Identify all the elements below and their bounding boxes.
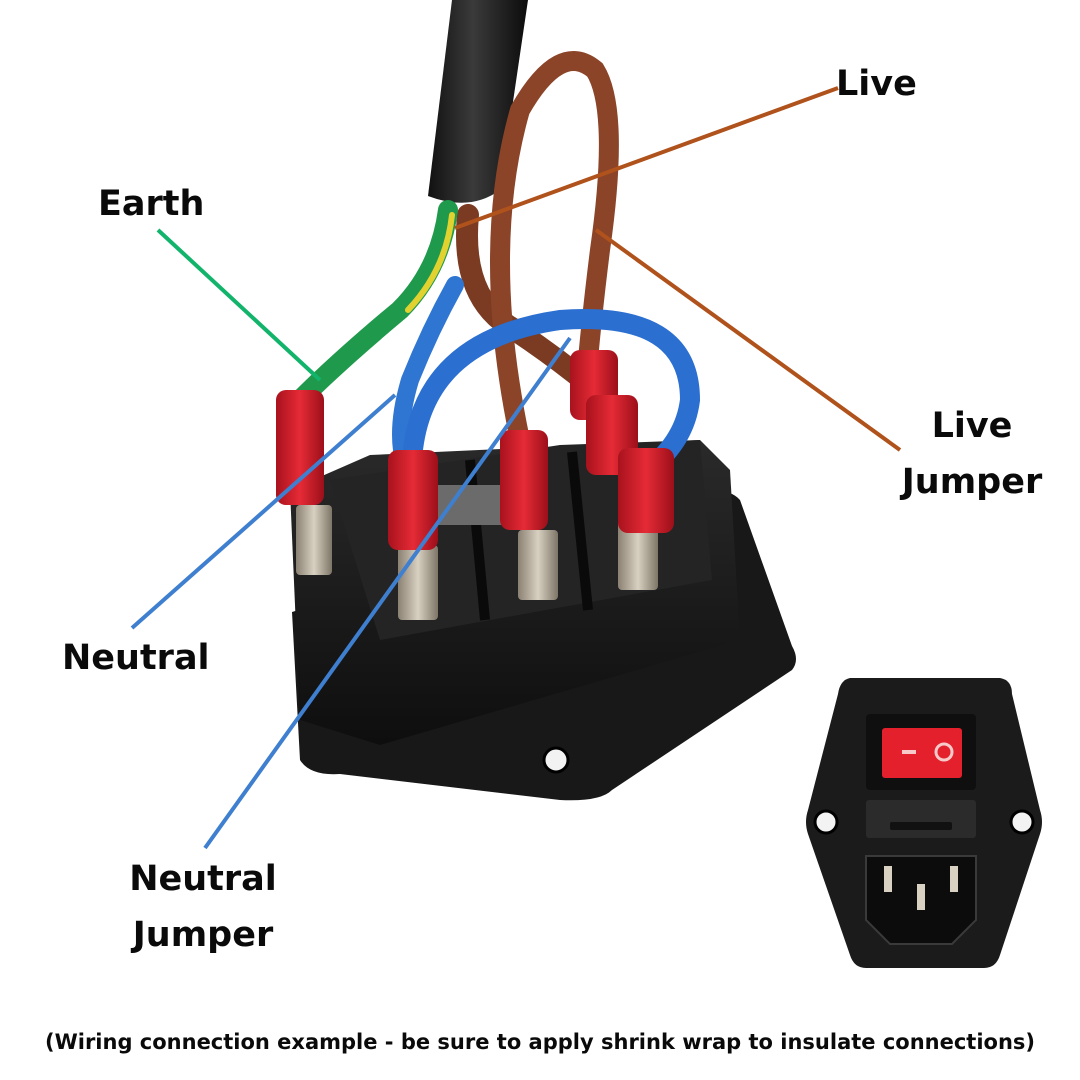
live-jumper-label-line2: Jumper xyxy=(901,462,1043,502)
neutral-jumper-label-line2: Jumper xyxy=(132,915,274,955)
rocker-switch-icon xyxy=(882,728,962,778)
spade-terminal xyxy=(398,545,438,620)
neutral-label: Neutral xyxy=(62,630,210,686)
housing-divider-2 xyxy=(567,451,593,611)
spade-terminal xyxy=(618,520,658,590)
live-label-text: Live xyxy=(836,64,917,104)
fuse-holder xyxy=(430,485,510,525)
switch-off-mark xyxy=(902,750,916,754)
inset-screw-hole xyxy=(1009,809,1035,835)
neutral-wire xyxy=(392,276,464,459)
live-label: Live xyxy=(836,56,917,112)
crimp-connector xyxy=(618,448,674,533)
neutral-jumper-leader-line xyxy=(203,336,572,850)
main-photo xyxy=(276,0,796,801)
crimp-connector xyxy=(388,450,438,550)
earth-leader-line xyxy=(156,228,322,382)
fuse-drawer xyxy=(866,800,976,838)
socket-pin xyxy=(884,866,892,892)
inset-photo xyxy=(806,678,1042,968)
crimp-connector xyxy=(500,430,548,530)
live-jumper-leader-line xyxy=(594,228,902,452)
live-jumper-label-line1: Live xyxy=(931,406,1013,446)
neutral-jumper-label: Neutral Jumper xyxy=(112,851,294,963)
inset-screw-hole xyxy=(813,809,839,835)
earth-wire xyxy=(290,200,458,410)
socket-pin xyxy=(917,884,925,910)
socket-pin xyxy=(950,866,958,892)
neutral-label-text: Neutral xyxy=(62,638,210,678)
switch-on-mark xyxy=(934,742,954,762)
earth-wire-stripe xyxy=(405,212,455,313)
live-jumper-label: Live Jumper xyxy=(880,398,1064,510)
crimp-connector xyxy=(276,390,324,505)
earth-label-text: Earth xyxy=(98,184,205,224)
earth-label: Earth xyxy=(98,176,204,232)
spade-terminal xyxy=(296,505,332,575)
live-leader-line xyxy=(454,86,839,230)
neutral-leader-line xyxy=(130,393,397,630)
neutral-jumper-wire xyxy=(402,309,701,478)
live-jumper-wire xyxy=(490,51,619,450)
fuse-drawer-slot xyxy=(890,822,952,830)
spade-terminal xyxy=(518,530,558,600)
caption: (Wiring connection example - be sure to … xyxy=(44,1030,1036,1054)
neutral-jumper-label-line1: Neutral xyxy=(129,859,277,899)
flange-screw-hole xyxy=(542,746,570,774)
